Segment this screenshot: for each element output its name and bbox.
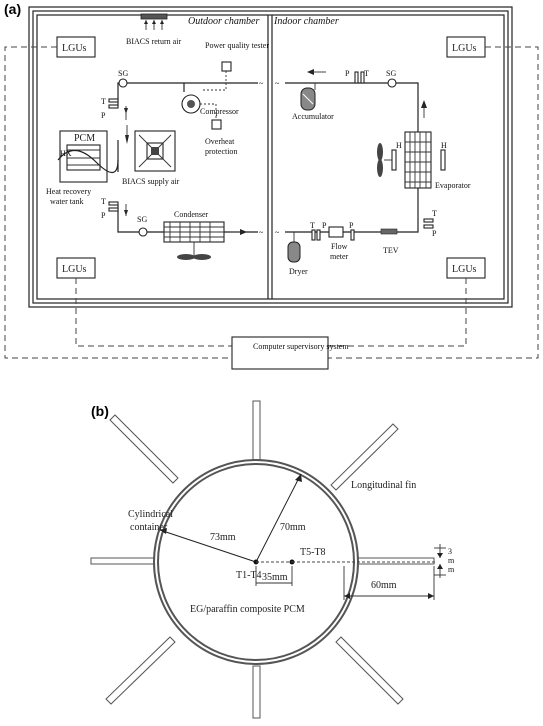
svg-text:~: ~ <box>259 79 264 88</box>
overheat-label-line1: Overheat <box>205 137 235 146</box>
svg-text:LGUs: LGUs <box>452 43 477 54</box>
lgus-box-top-left: LGUs <box>56 36 96 58</box>
biacs-return-label: BIACS return air <box>126 37 181 46</box>
svg-text:~: ~ <box>275 228 280 237</box>
dim-35mm <box>255 566 293 586</box>
svg-text:SG: SG <box>118 69 128 78</box>
dim-60mm-label: 60mm <box>371 580 397 591</box>
sight-glass-indoor-top <box>387 78 397 88</box>
svg-text:P: P <box>349 221 354 230</box>
svg-text:LGUs: LGUs <box>62 264 87 275</box>
outdoor-chamber-title: Outdoor chamber <box>188 16 259 27</box>
cylindrical-label-2: container <box>130 522 168 533</box>
flow-meter-label-2: meter <box>330 252 349 261</box>
indoor-fan <box>377 143 392 177</box>
outer-chamber-frame <box>28 6 513 308</box>
longitudinal-fins <box>90 400 435 719</box>
evaporator-label: Evaporator <box>435 181 471 190</box>
lgus-box-top-right: LGUs <box>446 36 486 58</box>
heat-recovery-water-tank <box>57 130 119 183</box>
signal-wiring <box>4 46 539 359</box>
svg-text:LGUs: LGUs <box>452 264 477 275</box>
t5-t8-label: T5-T8 <box>300 547 326 558</box>
svg-text:LGUs: LGUs <box>62 43 87 54</box>
heat-recovery-label-1: Heat recovery <box>46 187 91 196</box>
lgus-box-bottom-left: LGUs <box>56 257 96 279</box>
dryer <box>287 232 301 263</box>
dim-35mm-label: 35mm <box>262 572 288 583</box>
condenser-label: Condenser <box>174 210 209 219</box>
biacs-return-air-grille <box>140 13 168 30</box>
evaporator <box>391 131 446 189</box>
power-quality-tester <box>221 61 232 72</box>
svg-text:H: H <box>396 141 402 150</box>
longitudinal-fin-label: Longitudinal fin <box>351 480 416 491</box>
sight-glass-outdoor-top <box>118 78 128 88</box>
svg-text:P: P <box>432 229 437 238</box>
svg-text:P: P <box>345 69 350 78</box>
radius-70mm-line <box>255 473 302 563</box>
svg-text:Computer supervisory system: Computer supervisory system <box>253 342 349 351</box>
svg-text:H: H <box>441 141 447 150</box>
dim-60mm <box>343 566 435 600</box>
svg-text:P: P <box>322 221 327 230</box>
overheat-protection-box <box>211 119 222 130</box>
compressor-label: Compressor <box>200 107 239 116</box>
svg-text:SG: SG <box>386 69 396 78</box>
pressure-sensor-label: P <box>101 111 106 120</box>
dryer-label: Dryer <box>289 267 308 276</box>
dim-70mm-label: 70mm <box>280 522 306 533</box>
svg-text:~: ~ <box>275 79 280 88</box>
indoor-chamber-title: Indoor chamber <box>273 16 339 27</box>
pcm-composite-label: EG/paraffin composite PCM <box>190 604 305 615</box>
svg-text:T: T <box>310 221 315 230</box>
svg-text:~: ~ <box>259 228 264 237</box>
cylindrical-label-1: Cylindrical <box>128 509 173 520</box>
dim-3mm <box>434 544 446 578</box>
flow-meter <box>328 226 344 238</box>
heat-recovery-label-2: water tank <box>50 197 84 206</box>
overheat-label-line2: protection <box>205 147 237 156</box>
panel-a-label: (a) <box>4 1 21 17</box>
flow-arrow-down <box>125 135 129 144</box>
svg-text:T: T <box>432 209 437 218</box>
radius-73mm-line <box>159 529 257 563</box>
power-quality-label: Power quality tester <box>205 41 269 50</box>
pcm-label: PCM <box>74 133 95 144</box>
dim-73mm-label: 73mm <box>210 532 236 543</box>
dim-3mm-label-3: m <box>448 565 455 574</box>
svg-text:P: P <box>101 211 106 220</box>
condenser <box>163 221 225 260</box>
dim-3mm-label-1: 3 <box>448 547 452 556</box>
flow-arrow-right <box>240 229 247 235</box>
compressor <box>181 94 217 120</box>
svg-text:SG: SG <box>137 215 147 224</box>
panel-b-label: (b) <box>91 403 109 419</box>
accumulator <box>300 83 316 111</box>
svg-text:T: T <box>101 197 106 206</box>
temp-sensor-label: T <box>101 97 106 106</box>
biacs-supply-air-unit <box>134 130 176 172</box>
hx-label: HX <box>60 149 72 158</box>
sight-glass-outdoor-bottom <box>138 227 148 237</box>
lgus-box-bottom-right: LGUs <box>446 257 486 279</box>
t1-t4-label: T1-T4 <box>236 570 262 581</box>
biacs-supply-label: BIACS supply air <box>122 177 180 186</box>
tev-valve <box>380 228 398 235</box>
flow-arrow-left <box>307 69 314 75</box>
computer-supervisory-box: Computer supervisory system <box>231 336 349 370</box>
flow-arrow-up <box>421 100 427 108</box>
svg-text:T: T <box>364 69 369 78</box>
dim-3mm-label-2: m <box>448 556 455 565</box>
accumulator-label: Accumulator <box>292 112 334 121</box>
tev-label: TEV <box>383 246 399 255</box>
flow-meter-label-1: Flow <box>331 242 348 251</box>
